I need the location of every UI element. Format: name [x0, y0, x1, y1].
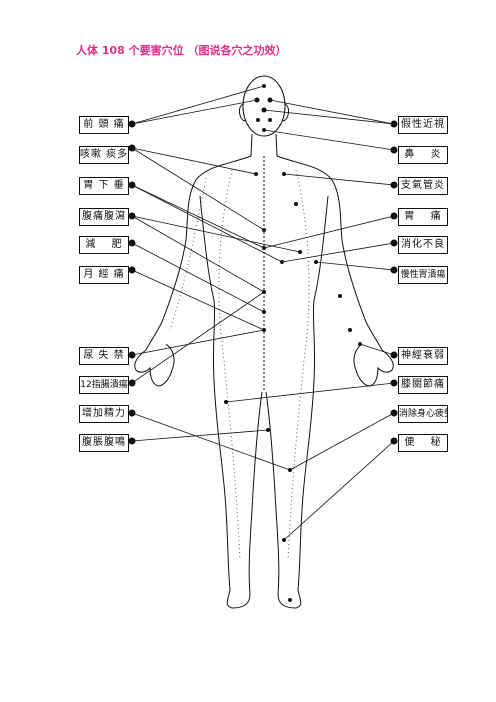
- label-knee-pain: 膝關節痛: [398, 376, 448, 394]
- ear-left: [238, 103, 246, 122]
- acupoint-dots: [224, 84, 362, 602]
- bullet: [128, 144, 136, 152]
- acupoint-dot: [268, 118, 272, 122]
- bullet: [390, 181, 398, 189]
- meridian-left: [218, 169, 241, 561]
- label-gastroptosis: 胃 下 垂: [79, 177, 129, 195]
- bullet: [128, 437, 136, 445]
- label-cough-phlegm: 咳嗽 痰多: [79, 146, 129, 164]
- body-outline: [145, 155, 383, 351]
- bullet: [128, 181, 136, 189]
- bullet: [390, 409, 398, 417]
- acupoint-dot: [294, 202, 298, 206]
- leg-right-outline: [265, 379, 315, 609]
- bullet: [390, 146, 398, 154]
- bullet: [390, 351, 398, 359]
- label-pseudomyopia: 假性近視: [398, 116, 448, 134]
- acupoint-dot: [256, 118, 260, 122]
- page-title: 人体 108 个要害穴位 （图说各穴之功效）: [76, 44, 287, 57]
- bullet: [128, 239, 136, 247]
- bullet: [128, 351, 136, 359]
- label-chronic-gastric-ulcer: 慢性胃潰瘍: [398, 266, 448, 284]
- bullet: [390, 120, 398, 128]
- bullet: [128, 409, 136, 417]
- acupoint-dot: [348, 328, 352, 332]
- label-abdominal-bloating: 腹脹腹鳴: [79, 434, 129, 452]
- bullet: [128, 266, 136, 274]
- bullet: [390, 266, 398, 274]
- label-neurasthenia: 神經衰弱: [398, 347, 448, 365]
- ear-right: [282, 103, 290, 122]
- label-constipation: 便 秘: [398, 434, 448, 452]
- neck-outline: [250, 133, 278, 157]
- bullet: [390, 239, 398, 247]
- label-stomach-pain: 胃 痛: [398, 208, 448, 226]
- bullet: [128, 120, 136, 128]
- acupoint-dot: [288, 598, 292, 602]
- label-rhinitis: 鼻 炎: [398, 146, 448, 164]
- bullet: [128, 379, 136, 387]
- hand-left: [134, 343, 175, 387]
- leg-left-outline: [213, 379, 263, 609]
- label-abdominal-pain-diarrhea: 腹痛腹瀉: [79, 208, 129, 226]
- label-incontinence: 尿 失 禁: [79, 347, 129, 365]
- label-duodenal-ulcer: 12指腸潰瘍: [79, 376, 129, 394]
- bullet: [390, 212, 398, 220]
- hand-right: [353, 343, 394, 387]
- label-frontal-headache: 前 頭 痛: [79, 116, 129, 134]
- torso-inner-right: [312, 195, 329, 381]
- label-menstrual-pain: 月 經 痛: [79, 266, 129, 284]
- bullet: [390, 437, 398, 445]
- torso-inner-left: [199, 195, 216, 381]
- head-outline: [242, 75, 286, 137]
- meridian-right: [287, 169, 310, 561]
- bullet: [128, 212, 136, 220]
- leader-lines: [131, 85, 395, 541]
- acupoint-dot: [338, 294, 342, 298]
- label-bronchitis: 支氣管炎: [398, 177, 448, 195]
- label-weight-loss: 減 肥: [79, 236, 129, 254]
- label-indigestion: 消化不良: [398, 236, 448, 254]
- bullet: [390, 379, 398, 387]
- label-bullets: [128, 120, 398, 445]
- label-increase-energy: 增加精力: [79, 405, 129, 423]
- label-relieve-fatigue: 消除身心疲勞: [398, 405, 448, 423]
